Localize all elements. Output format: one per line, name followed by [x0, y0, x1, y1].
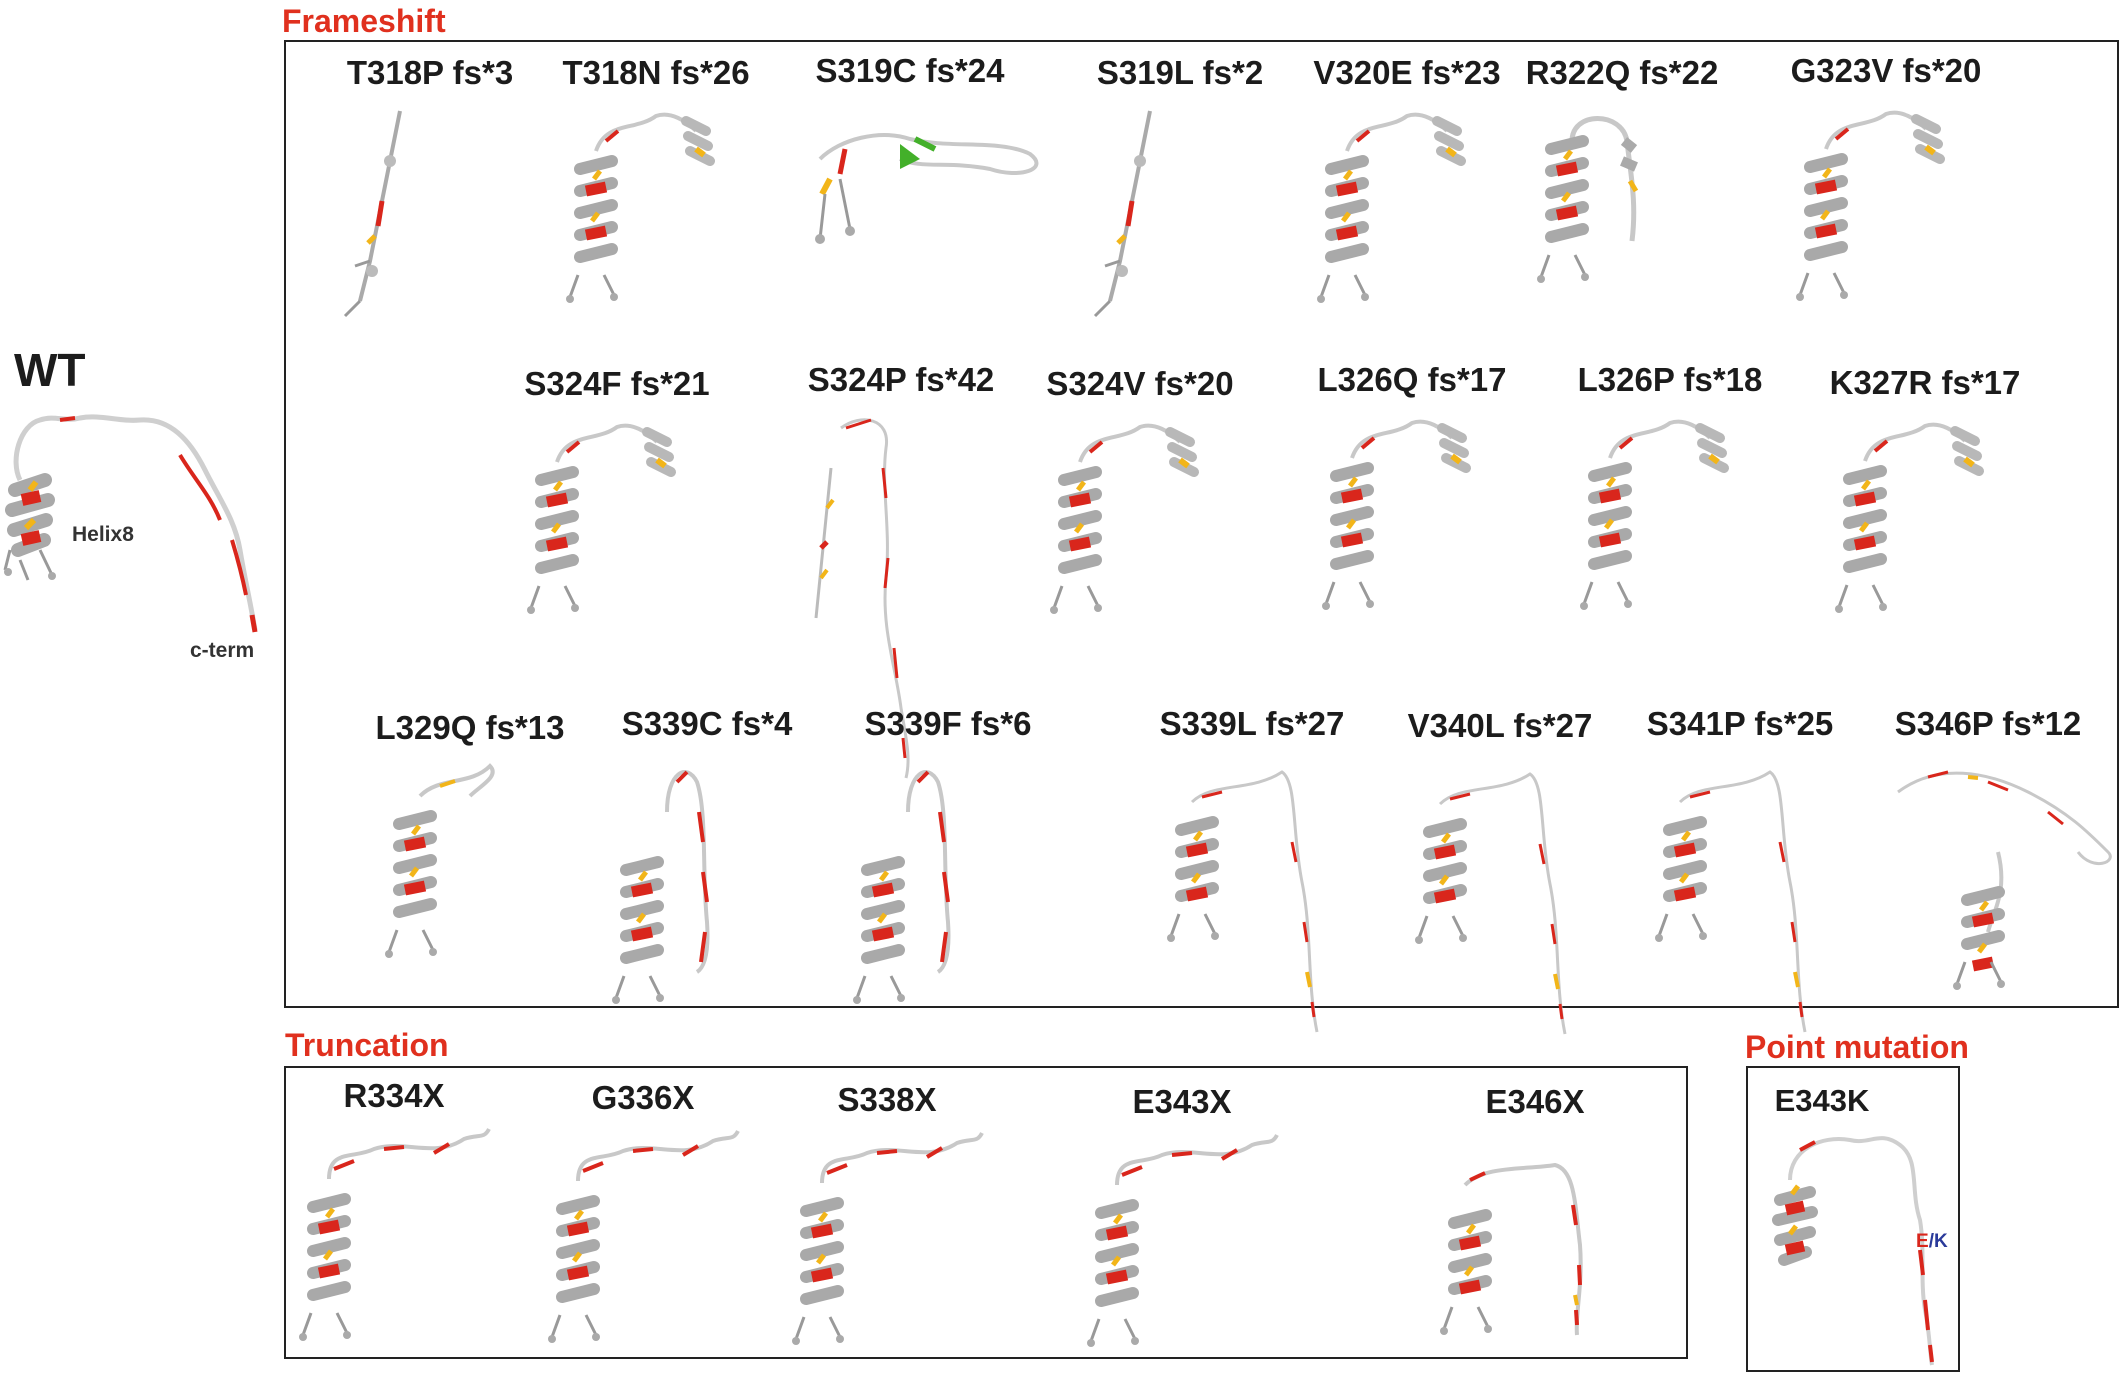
truncation-label-3: E343X: [1132, 1083, 1232, 1120]
e-k-separator: /: [1928, 1231, 1934, 1252]
truncation-label-0: R334X: [343, 1077, 445, 1114]
frameshift-label-17: V340L fs*27: [1407, 707, 1593, 744]
point-mutation-box: [1746, 1066, 1960, 1372]
frameshift-structure-10: [1322, 419, 1471, 610]
frameshift-label-16: S339L fs*27: [1159, 705, 1345, 742]
frameshift-label-14: S339C fs*4: [621, 705, 793, 742]
frameshift-label-2: S319C fs*24: [815, 52, 1005, 89]
truncation-label-2: S338X: [837, 1081, 937, 1118]
frameshift-label-5: R322Q fs*22: [1525, 54, 1719, 91]
frameshift-structure-1: [566, 112, 715, 303]
truncation-box: [284, 1066, 1688, 1359]
frameshift-structure-16: [1167, 770, 1319, 1033]
frameshift-label-4: V320E fs*23: [1313, 54, 1501, 91]
frameshift-label-12: K327R fs*17: [1829, 364, 2021, 401]
frameshift-label-13: L329Q fs*13: [375, 709, 565, 746]
e-letter: E: [1916, 1231, 1929, 1252]
frameshift-label-9: S324V fs*20: [1046, 365, 1234, 402]
frameshift-structure-3: [1093, 110, 1152, 318]
frameshift-structure-13: [385, 763, 495, 958]
truncation-label-4: E346X: [1485, 1083, 1585, 1120]
frameshift-box: [284, 40, 2119, 1008]
wt-structure: [3, 414, 258, 633]
frameshift-structure-7: [527, 423, 676, 614]
cterm-label: c-term: [190, 639, 255, 662]
frameshift-structure-0: [343, 110, 402, 318]
point-mutation-label: E343K: [1774, 1083, 1870, 1118]
frameshift-label-1: T318N fs*26: [562, 54, 750, 91]
frameshift-structure-4: [1317, 112, 1466, 303]
frameshift-structure-12: [1835, 422, 1984, 613]
truncation-label-1: G336X: [591, 1079, 695, 1116]
truncation-structure-2: [792, 1131, 984, 1345]
frameshift-label-6: G323V fs*20: [1790, 52, 1982, 89]
frameshift-label-15: S339F fs*6: [864, 705, 1032, 742]
frameshift-structure-5: [1537, 116, 1639, 283]
frameshift-structure-19: [1897, 770, 2112, 990]
frameshift-structure-9: [1050, 423, 1199, 614]
truncation-title: Truncation: [285, 1027, 449, 1063]
truncation-structure-4: [1440, 1162, 1583, 1336]
frameshift-structure-18: [1655, 770, 1807, 1033]
point-mutation-title: Point mutation: [1745, 1029, 1969, 1065]
frameshift-label-19: S346P fs*12: [1894, 705, 2082, 742]
frameshift-structure-14: [612, 770, 710, 1004]
helix8-label: Helix8: [72, 523, 134, 546]
frameshift-structure-2: [815, 133, 1039, 244]
wt-title: WT: [14, 344, 86, 396]
k-letter: K: [1933, 1231, 1948, 1252]
frameshift-label-8: S324P fs*42: [807, 361, 995, 398]
frameshift-label-3: S319L fs*2: [1096, 54, 1264, 91]
frameshift-title: Frameshift: [282, 3, 446, 39]
frameshift-label-10: L326Q fs*17: [1317, 361, 1507, 398]
e-k-annotation: E/K: [1916, 1231, 1948, 1253]
frameshift-structure-17: [1415, 772, 1567, 1035]
frameshift-structure-15: [853, 770, 951, 1004]
frameshift-label-18: S341P fs*25: [1646, 705, 1834, 742]
truncation-structure-0: [299, 1127, 491, 1341]
truncation-structure-3: [1087, 1133, 1279, 1347]
frameshift-structure-6: [1796, 110, 1945, 301]
frameshift-label-0: T318P fs*3: [346, 54, 514, 91]
frameshift-structure-11: [1580, 419, 1729, 610]
point-mutation-structure: [1772, 1136, 1934, 1366]
truncation-structure-1: [548, 1129, 740, 1343]
frameshift-label-11: L326P fs*18: [1577, 361, 1763, 398]
frameshift-structure-8: [814, 418, 910, 779]
frameshift-label-7: S324F fs*21: [524, 365, 710, 402]
